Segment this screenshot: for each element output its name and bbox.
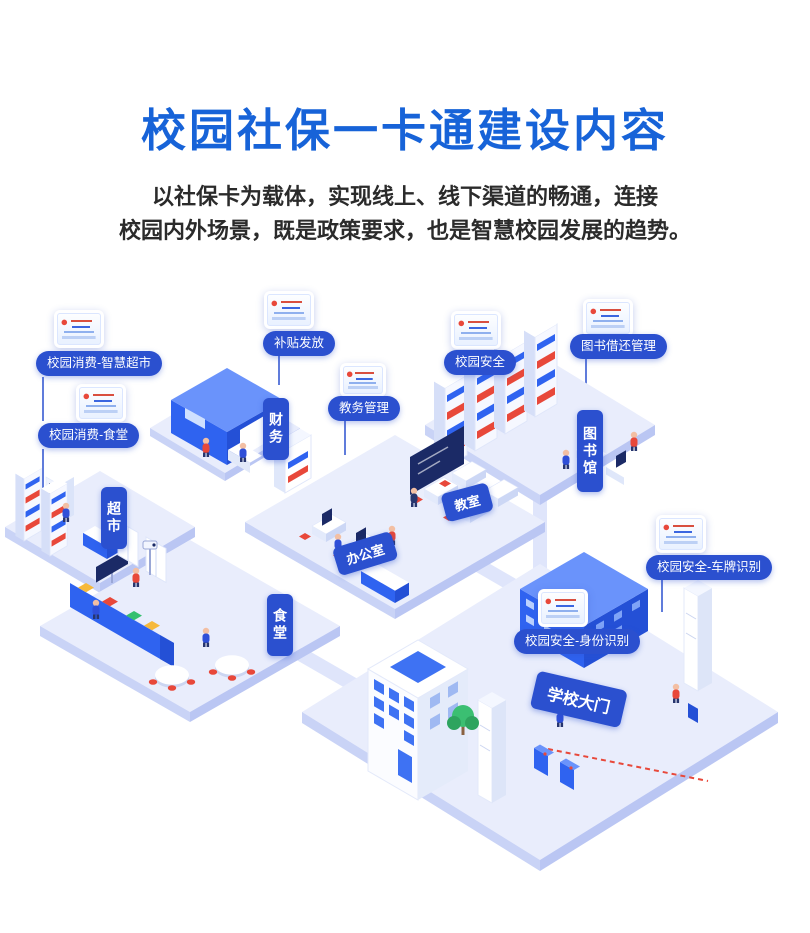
card-face — [343, 366, 383, 394]
campus-illustration — [5, 317, 778, 871]
callout-campus-safety: 校园安全 — [444, 350, 517, 375]
school-gate-area — [302, 552, 778, 871]
social-security-card-icon — [76, 384, 126, 422]
area-label-market: 超市 — [101, 487, 127, 549]
card-face — [586, 302, 630, 334]
card-face — [659, 518, 703, 550]
social-security-card-icon — [538, 589, 588, 627]
card-face — [454, 314, 498, 346]
social-security-card-icon — [451, 311, 501, 349]
reception-counter — [361, 563, 409, 603]
gate-barrier — [534, 703, 709, 790]
callout-id-recognition: 校园安全-身份识别 — [514, 629, 641, 654]
page-description: 以社保卡为载体，实现线上、线下渠道的畅通，连接 校园内外场景，既是政策要求，也是… — [0, 180, 810, 248]
card-face — [267, 294, 311, 326]
description-line-1: 以社保卡为载体，实现线上、线下渠道的畅通，连接 — [151, 184, 658, 209]
description-line-2: 校园内外场景，既是政策要求，也是智慧校园发展的趋势。 — [118, 218, 691, 243]
area-label-finance: 财务 — [263, 398, 289, 460]
tree — [447, 705, 479, 735]
guard-building — [367, 639, 469, 801]
social-security-card-icon — [264, 291, 314, 329]
card-face — [57, 313, 101, 345]
callout-subsidy: 补贴发放 — [263, 331, 336, 356]
menu-board — [96, 548, 128, 583]
card-face — [79, 387, 123, 419]
gate-pillar-right — [683, 580, 712, 692]
gate-pillar-left — [477, 692, 506, 804]
card-face — [541, 592, 585, 624]
office-classroom-area — [245, 426, 545, 619]
callout-library-borrow: 图书借还管理 — [570, 334, 668, 359]
finance-building — [150, 368, 300, 481]
office — [274, 428, 409, 603]
social-security-card-icon — [656, 515, 706, 553]
callout-academic-affairs: 教务管理 — [328, 396, 401, 421]
canteen-area — [40, 520, 340, 722]
social-security-card-icon — [340, 363, 386, 397]
classroom — [410, 426, 519, 524]
callout-smart-supermarket: 校园消费-智慧超市 — [36, 351, 163, 376]
page-title: 校园社保一卡通建设内容 — [140, 105, 669, 156]
social-security-card-icon — [583, 299, 633, 337]
callout-canteen-consume: 校园消费-食堂 — [38, 423, 140, 448]
area-label-library: 图书馆 — [577, 410, 603, 492]
social-security-card-icon — [54, 310, 104, 348]
area-label-canteen: 食堂 — [267, 594, 293, 656]
callout-plate-recognition: 校园安全-车牌识别 — [646, 555, 773, 580]
